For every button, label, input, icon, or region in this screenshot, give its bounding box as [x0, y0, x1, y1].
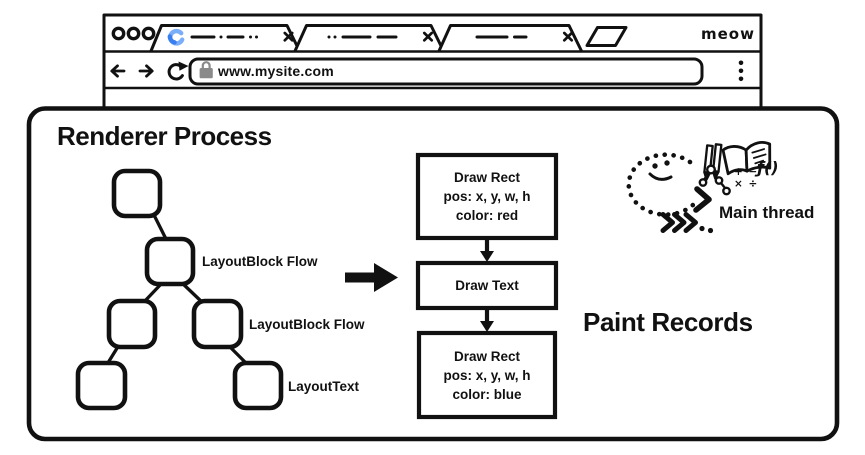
- paint-box-1-text: Draw Rect pos: x, y, w, h color: red: [418, 155, 556, 238]
- paint-box-draw-rect-red: [415, 152, 559, 241]
- paint-box-1-line-1: Draw Rect: [453, 170, 521, 185]
- chevron-3-icon: [683, 212, 698, 233]
- layout-tree: [75, 168, 284, 411]
- dotted-loop-body: [626, 152, 697, 217]
- tree-glyph-icon: [698, 164, 731, 196]
- smiley-eye-left: [652, 163, 658, 169]
- tree-node-layoutblock-1: [144, 236, 196, 287]
- menu-dots-icon[interactable]: [738, 60, 744, 82]
- paint-records-label: Paint Records: [583, 307, 753, 337]
- lock-icon: [199, 61, 213, 79]
- loop-arrow-chevron-icon: [693, 186, 712, 213]
- tab-loading-spinner-icon: [167, 28, 185, 46]
- tree-node-layoutblock-2: [191, 298, 244, 350]
- url-value[interactable]: www.mysite.com: [218, 63, 334, 79]
- main-thread-doodle: [626, 141, 772, 234]
- traffic-light-buttons[interactable]: [111, 26, 156, 41]
- renderer-process-title: Renderer Process: [57, 121, 272, 151]
- smiley-eye-right: [664, 160, 670, 166]
- window-button-2[interactable]: [126, 26, 141, 41]
- paint-box-1-line-2: pos: x, y, w, h: [443, 189, 531, 204]
- trail-dot-1: [699, 225, 705, 232]
- paint-box-2-line-1: Draw Text: [455, 278, 519, 293]
- paint-box-draw-rect-blue: [416, 330, 558, 420]
- window-button-3[interactable]: [141, 26, 156, 41]
- tree-label-layoutblock-1: LayoutBlock Flow: [202, 254, 318, 269]
- reload-icon-arrowhead: [178, 61, 189, 71]
- paint-box-draw-text: [415, 260, 559, 311]
- tab-2-close-icon[interactable]: [422, 31, 434, 42]
- window-button-1[interactable]: [111, 26, 126, 41]
- tab-1-close-icon[interactable]: [283, 31, 294, 42]
- trail-dot-2: [707, 227, 714, 234]
- tree-label-layouttext: LayoutText: [288, 379, 360, 394]
- smiley-smile: [648, 172, 673, 181]
- main-thread-label: Main thread: [719, 203, 815, 222]
- paint-box-3-line-3: color: blue: [452, 386, 522, 402]
- paint-flow-arrows: [480, 240, 494, 332]
- tree-node-root: [111, 168, 163, 219]
- back-icon[interactable]: [110, 64, 126, 78]
- browser-window: [102, 13, 763, 110]
- paint-box-1-line-3: color: red: [455, 208, 519, 223]
- math-symbols-icon: + −× ÷: [734, 166, 759, 190]
- browser-brand: meow: [701, 25, 755, 43]
- transform-arrow-icon: [345, 263, 398, 292]
- tree-label-layoutblock-2: LayoutBlock Flow: [249, 317, 365, 332]
- paint-box-2-text: Draw Text: [418, 263, 556, 308]
- tree-node-leaf-left: [75, 360, 128, 411]
- paint-record-boxes: [415, 152, 559, 420]
- new-tab-button[interactable]: [585, 26, 628, 47]
- forward-icon[interactable]: [138, 64, 154, 78]
- tab-3-close-icon[interactable]: [562, 31, 574, 42]
- tab-3[interactable]: [437, 24, 583, 52]
- tab-1[interactable]: [149, 24, 301, 52]
- function-glyph-icon: ƒ(): [757, 158, 779, 177]
- tree-nodes: [75, 168, 284, 411]
- tree-node-child-left: [106, 298, 158, 350]
- tab-close-icons: [283, 31, 574, 42]
- paint-box-3-line-2: pos: x, y, w, h: [443, 367, 531, 383]
- tree-node-layouttext: [232, 360, 284, 411]
- paint-box-3-text: Draw Rect pos: x, y, w, h color: blue: [419, 333, 555, 417]
- paint-box-3-line-1: Draw Rect: [453, 348, 521, 364]
- nav-controls: [110, 63, 184, 81]
- chevron-1-icon: [660, 212, 675, 233]
- chevron-2-icon: [672, 212, 687, 233]
- reload-icon[interactable]: [167, 63, 184, 81]
- url-field[interactable]: [188, 57, 704, 86]
- open-book-icon: [721, 141, 772, 176]
